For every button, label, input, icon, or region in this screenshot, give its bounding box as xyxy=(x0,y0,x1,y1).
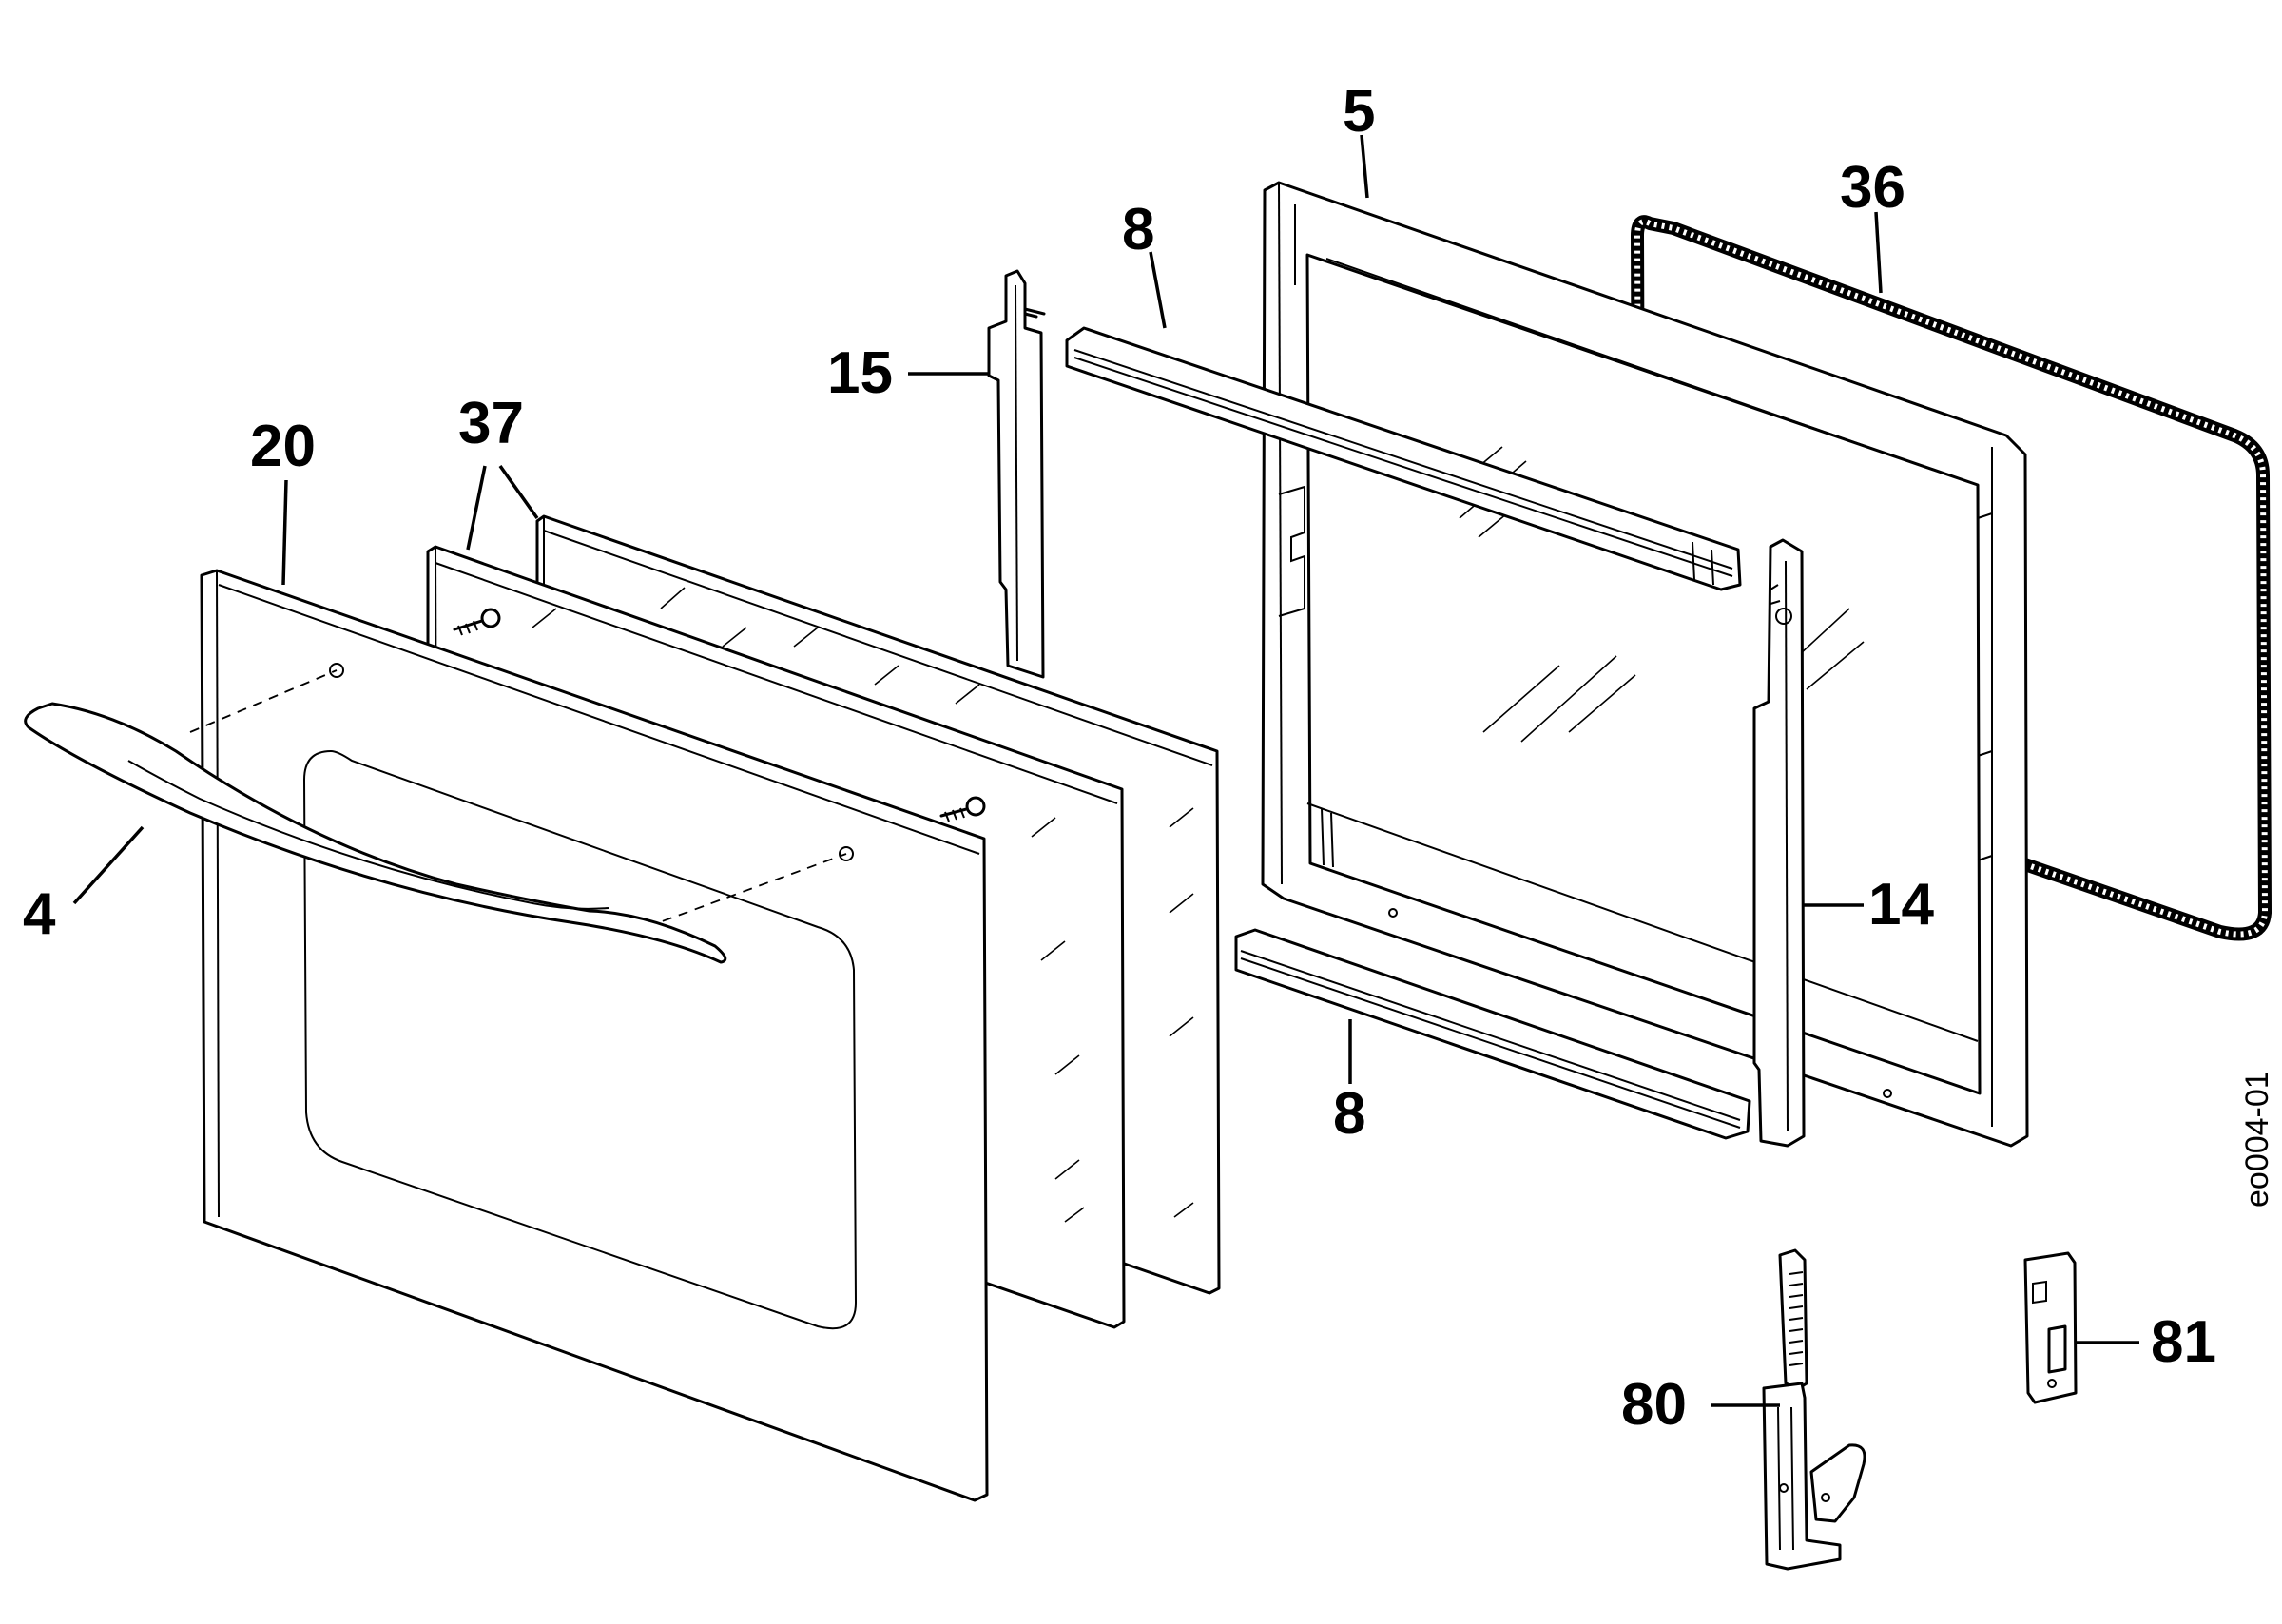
label-part-81: 81 xyxy=(2151,1309,2216,1375)
lower-glass-profile-part xyxy=(1234,928,1751,1140)
screw-icon xyxy=(453,608,501,636)
label-part-4: 4 xyxy=(23,881,56,947)
label-part-8-lower: 8 xyxy=(1333,1081,1365,1147)
label-part-20: 20 xyxy=(250,414,316,479)
outer-door-glass-part xyxy=(200,569,989,1502)
label-part-80: 80 xyxy=(1621,1372,1687,1438)
label-part-8-upper: 8 xyxy=(1122,197,1154,262)
door-hinge-part xyxy=(1762,1248,1866,1571)
door-seal-part xyxy=(1631,215,2272,941)
right-side-profile-part xyxy=(1752,538,1806,1148)
left-side-profile-part xyxy=(987,269,1046,679)
label-part-37: 37 xyxy=(458,391,524,456)
label-part-5: 5 xyxy=(1343,79,1375,145)
label-part-14: 14 xyxy=(1868,872,1934,938)
label-part-36: 36 xyxy=(1840,155,1905,221)
handle-part xyxy=(24,702,727,964)
screw-icon xyxy=(939,796,986,822)
drawing-id: eo004-01 xyxy=(2239,1071,2275,1208)
upper-glass-profile-part xyxy=(1065,326,1742,591)
leader-lines xyxy=(72,134,2139,1407)
hinge-receiver-part xyxy=(2023,1251,2078,1404)
label-part-15: 15 xyxy=(827,340,893,406)
